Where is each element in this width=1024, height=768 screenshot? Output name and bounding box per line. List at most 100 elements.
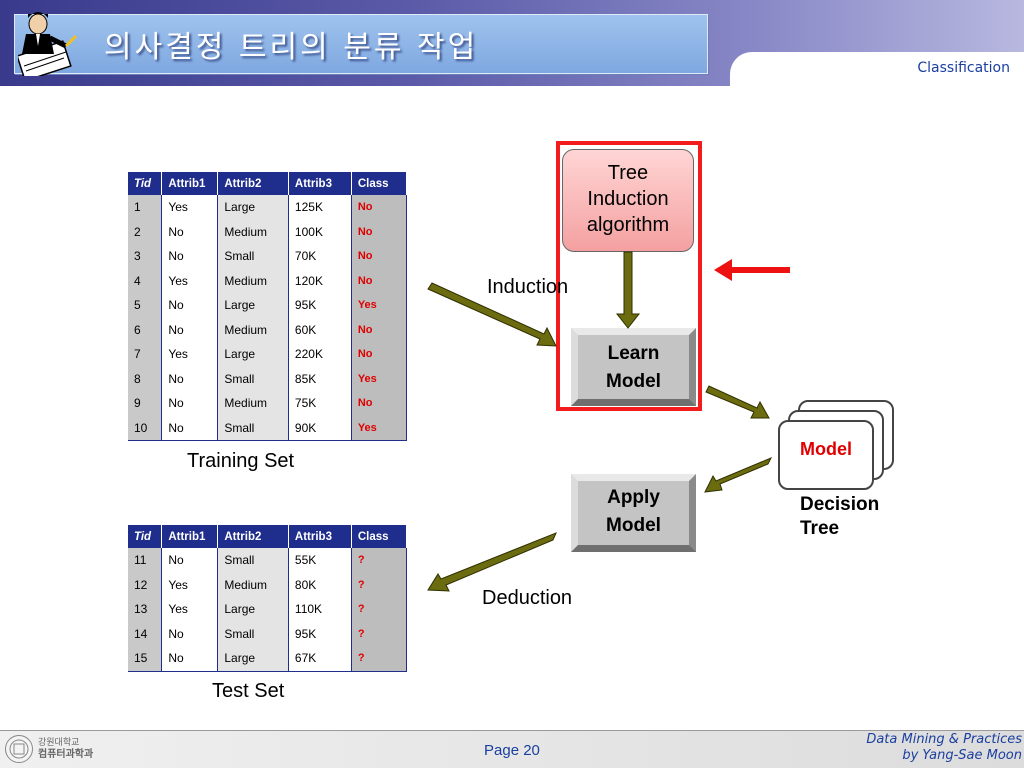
table-cell: 90K (288, 415, 352, 441)
learn-model-line: Learn (607, 343, 660, 364)
table-cell: Yes (351, 366, 408, 391)
apply-model-line: Apply (607, 487, 660, 508)
table-cell: Medium (217, 268, 289, 293)
tree-to-apply-arrow (704, 457, 773, 493)
table-cell: No (161, 391, 219, 416)
column-header: Class (351, 172, 408, 195)
credit: Data Mining & Practices by Yang-Sae Moon (866, 732, 1022, 764)
footer-divider (0, 730, 1024, 731)
table-cell: ? (351, 597, 408, 622)
pointer-arrow (714, 259, 790, 281)
table-cell: No (161, 415, 219, 441)
column-header: Class (351, 525, 408, 548)
table-cell: 67K (288, 646, 352, 672)
table-cell: 75K (288, 391, 352, 416)
credit-line: Data Mining & Practices (866, 732, 1022, 747)
deduction-arrow (427, 532, 557, 592)
table-cell: 10 (128, 415, 163, 441)
training-set-caption: Training Set (187, 450, 295, 472)
table-cell: Yes (351, 293, 408, 318)
table-cell: Small (217, 415, 289, 441)
table-cell: Large (217, 293, 289, 318)
table-cell: Small (217, 366, 289, 391)
table-cell: Yes (161, 268, 219, 293)
table-cell: 8 (128, 366, 163, 391)
university-name-line: 강원대학교 (38, 738, 80, 748)
apply-model-box: Apply Model (571, 474, 696, 552)
table-cell: 125K (288, 195, 352, 220)
table-cell: No (161, 646, 219, 672)
table-cell: 14 (128, 621, 163, 646)
table-cell: No (351, 317, 408, 342)
test-set-caption: Test Set (212, 680, 285, 702)
tree-induction-line: Induction (587, 188, 669, 210)
table-cell: 95K (288, 293, 352, 318)
column-header: Attrib2 (217, 525, 289, 548)
table-cell: No (351, 391, 408, 416)
table-cell: 12 (128, 572, 163, 597)
column-header: Attrib1 (161, 172, 219, 195)
highlight-frame (556, 141, 702, 411)
table-cell: 70K (288, 244, 352, 269)
table-cell: Large (217, 597, 289, 622)
table-cell: 4 (128, 268, 163, 293)
section-tab-label: Classification (917, 60, 1010, 76)
table-cell: No (161, 293, 219, 318)
table-cell: Medium (217, 572, 289, 597)
table-cell: 11 (128, 548, 163, 573)
table-cell: Medium (217, 219, 289, 244)
table-cell: Large (217, 646, 289, 672)
university-name-line: 컴퓨터과학과 (38, 749, 94, 760)
decision-tree-line: Tree (800, 518, 840, 539)
page-number: Page 20 (484, 742, 540, 759)
university-seal-icon (5, 735, 33, 763)
table-cell: 6 (128, 317, 163, 342)
table-cell: No (161, 244, 219, 269)
person-writing-icon (18, 12, 78, 76)
table-cell: Small (217, 244, 289, 269)
slide-title: 의사결정 트리의 분류 작업 (104, 30, 479, 65)
table-cell: 110K (288, 597, 352, 622)
table-cell: No (161, 621, 219, 646)
table-cell: ? (351, 572, 408, 597)
university-name: 강원대학교 컴퓨터과학과 (38, 738, 93, 760)
apply-model-line: Model (606, 515, 661, 536)
table-cell: 7 (128, 342, 163, 367)
table-cell: ? (351, 646, 408, 672)
decision-tree-label: Decision Tree (800, 493, 879, 541)
table-cell: No (351, 195, 408, 220)
table-cell: 60K (288, 317, 352, 342)
table-cell: Medium (217, 317, 289, 342)
column-header: Tid (128, 525, 163, 548)
table-cell: Yes (161, 572, 219, 597)
column-header: Tid (128, 172, 163, 195)
table-cell: 85K (288, 366, 352, 391)
deduction-label: Deduction (482, 587, 573, 609)
table-cell: 13 (128, 597, 163, 622)
credit-line: by Yang-Sae Moon (902, 748, 1022, 763)
tree-induction-line: Tree (607, 162, 649, 184)
table-cell: No (161, 317, 219, 342)
table-cell: 3 (128, 244, 163, 269)
table-cell: ? (351, 621, 408, 646)
table-cell: Small (217, 548, 289, 573)
table-cell: ? (351, 548, 408, 573)
model-card-label: Model (800, 439, 852, 459)
table-cell: No (351, 342, 408, 367)
decision-tree-line: Decision (800, 494, 880, 515)
table-cell: No (351, 244, 408, 269)
tree-induction-line: algorithm (586, 214, 670, 236)
induction-label: Induction (487, 276, 569, 298)
table-cell: No (161, 548, 219, 573)
column-header: Attrib1 (161, 525, 219, 548)
